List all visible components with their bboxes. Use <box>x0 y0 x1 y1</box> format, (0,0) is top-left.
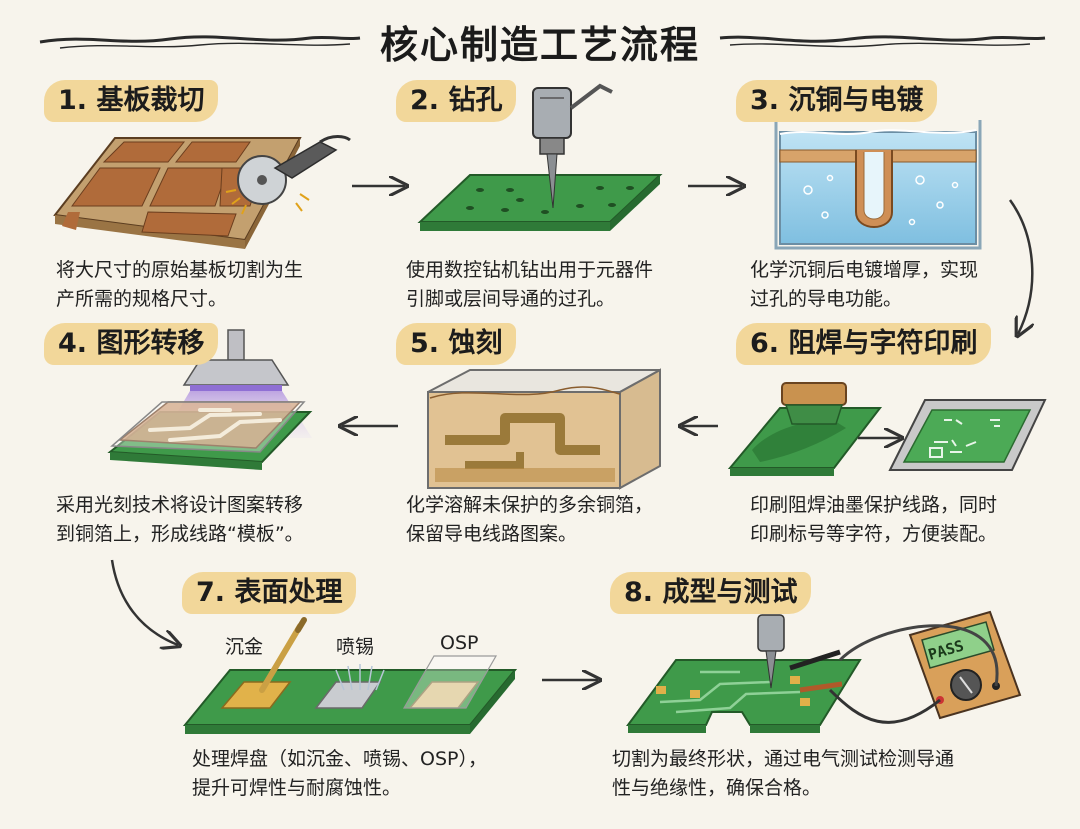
squeegee-icon <box>781 382 847 425</box>
step-4-desc-line: 采用光刻技术将设计图案转移 <box>56 494 304 516</box>
step-5-description: 化学溶解未保护的多余铜箔， 保留导电线路图案。 <box>406 491 653 549</box>
step-1-description: 将大尺寸的原始基板切割为生 产所需的规格尺寸。 <box>56 256 303 314</box>
title-ornament-right <box>719 35 1046 43</box>
step-1-desc-line: 产所需的规格尺寸。 <box>56 288 228 310</box>
title-ornament-left <box>39 35 361 44</box>
step-3-description: 化学沉铜后电镀增厚，实现 过孔的导电功能。 <box>750 256 978 314</box>
test-probe-icon <box>789 624 999 724</box>
saw-icon <box>225 135 351 215</box>
step-3-label: 3. 沉铜与电镀 <box>736 80 938 122</box>
step-6-description: 印刷阻焊油墨保护线路，同时 印刷标号等字符，方便装配。 <box>750 491 997 549</box>
finish-label-osp: OSP <box>440 632 479 654</box>
finish-label-tin: 喷锡 <box>336 636 375 658</box>
multimeter-icon: PASS <box>908 610 1022 720</box>
step-8-desc-line: 切割为最终形状，通过电气测试检测导通 <box>612 748 955 770</box>
router-spindle-icon <box>757 614 785 689</box>
step-1-desc-line: 将大尺寸的原始基板切割为生 <box>56 259 304 281</box>
drilled-panel-illustration <box>417 174 663 231</box>
step-4-desc-line: 到铜箔上，形成线路“模板”。 <box>56 523 304 545</box>
step-2-description: 使用数控钻机钻出用于元器件 引脚或层间导通的过孔。 <box>406 256 653 314</box>
drill-icon <box>532 83 613 209</box>
plating-tank-icon <box>774 120 982 250</box>
step-7-desc-line: 处理焊盘（如沉金、喷锡、OSP）， <box>192 748 487 770</box>
finished-pcb-illustration <box>626 659 862 733</box>
printed-board-illustration <box>888 399 1047 471</box>
step-5-desc-line: 化学溶解未保护的多余铜箔， <box>406 494 654 516</box>
step-7-label: 7. 表面处理 <box>182 572 357 614</box>
step-8-label: 8. 成型与测试 <box>610 572 812 614</box>
step-7-description: 处理焊盘（如沉金、喷锡、OSP）， 提升可焊性与耐腐蚀性。 <box>192 745 487 803</box>
step-8-desc-line: 性与绝缘性，确保合格。 <box>612 777 822 799</box>
arrow-icon <box>1008 199 1032 334</box>
step-4-description: 采用光刻技术将设计图案转移 到铜箔上，形成线路“模板”。 <box>56 491 304 549</box>
page-title: 核心制造工艺流程 <box>379 23 700 67</box>
step-3-desc-line: 化学沉铜后电镀增厚，实现 <box>750 259 979 281</box>
gold-pen-icon <box>259 617 307 693</box>
step-6-label: 6. 阻焊与字符印刷 <box>736 323 992 365</box>
board-cutting-illustration <box>53 137 302 249</box>
step-2-desc-line: 引脚或层间导通的过孔。 <box>406 288 616 310</box>
step-6-desc-line: 印刷阻焊油墨保护线路，同时 <box>750 494 998 516</box>
step-7-desc-line: 提升可焊性与耐腐蚀性。 <box>192 777 402 799</box>
step-1-label: 1. 基板裁切 <box>44 80 219 122</box>
step-5-desc-line: 保留导电线路图案。 <box>406 523 578 545</box>
etch-tank-icon <box>427 368 661 490</box>
step-6-desc-line: 印刷标号等字符，方便装配。 <box>750 523 998 545</box>
finish-label-gold: 沉金 <box>225 636 264 658</box>
step-2-desc-line: 使用数控钻机钻出用于元器件 <box>406 259 654 281</box>
arrow-icon <box>110 559 178 645</box>
solder-mask-board <box>727 407 883 476</box>
spray-icon <box>335 664 385 691</box>
step-2-label: 2. 钻孔 <box>396 80 517 122</box>
surface-finish-board <box>182 655 518 734</box>
step-3-desc-line: 过孔的导电功能。 <box>750 288 903 310</box>
step-4-label: 4. 图形转移 <box>44 323 219 365</box>
step-5-label: 5. 蚀刻 <box>396 323 517 365</box>
step-8-description: 切割为最终形状，通过电气测试检测导通 性与绝缘性，确保合格。 <box>612 745 954 803</box>
photomask-board-illustration <box>107 401 313 470</box>
